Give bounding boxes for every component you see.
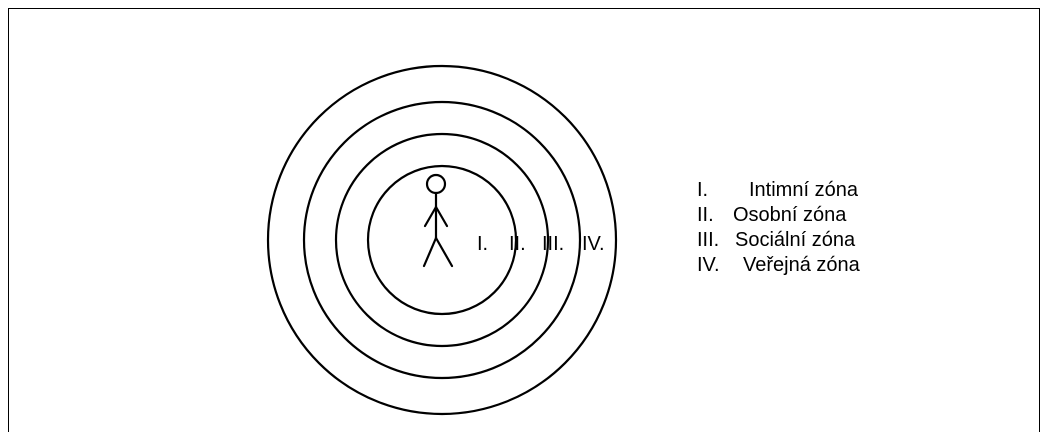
legend-numeral: II.	[697, 204, 714, 226]
zone-label-social: III.	[542, 233, 564, 255]
legend-item: III. Sociální zóna	[697, 228, 860, 253]
zone-label-public: IV.	[582, 233, 605, 255]
zone-ring-personal	[334, 132, 550, 348]
legend-numeral: III.	[697, 229, 720, 251]
legend-item: I. Intimní zóna	[697, 178, 860, 203]
zone-ring-intimate	[366, 164, 518, 316]
legend-numeral: IV.	[697, 254, 720, 276]
legend-label: Sociální zóna	[735, 229, 856, 251]
zone-ring-social	[302, 100, 582, 380]
legend-item: IV. Veřejná zóna	[697, 253, 860, 278]
zone-ring-public	[266, 64, 618, 416]
legend-label: Osobní zóna	[733, 204, 847, 226]
zone-label-personal: II.	[509, 233, 526, 255]
person-figure-icon	[422, 173, 454, 268]
legend-label: Intimní zóna	[749, 179, 858, 201]
zone-legend: I. Intimní zóna II. Osobní zóna III. Soc…	[697, 178, 860, 278]
legend-item: II. Osobní zóna	[697, 203, 860, 228]
zone-label-intimate: I.	[477, 233, 488, 255]
legend-label: Veřejná zóna	[743, 254, 860, 276]
legend-numeral: I.	[697, 179, 709, 201]
diagram-frame	[8, 8, 1040, 432]
